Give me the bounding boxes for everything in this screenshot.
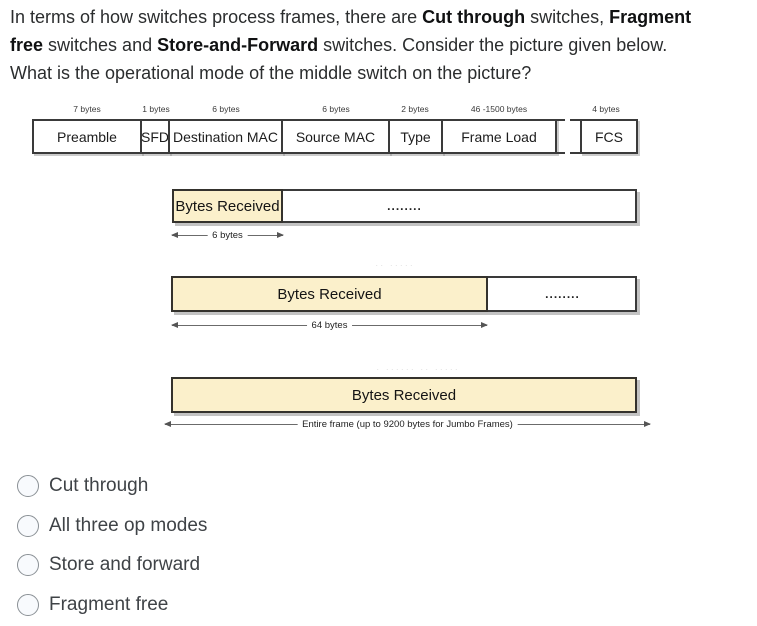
option-label[interactable]: All three op modes	[49, 515, 208, 536]
byte-size-caption-sfd: 1 bytes	[142, 104, 170, 114]
option-store-and-forward[interactable]: Store and forward	[17, 554, 200, 576]
frame-field-sfd: SFD	[140, 119, 170, 154]
frame-field-type: Type	[388, 119, 443, 154]
option-label[interactable]: Fragment free	[49, 594, 169, 615]
frame-field-destination-mac: Destination MAC	[168, 119, 283, 154]
byte-size-caption-frame-load: 46 -1500 bytes	[470, 104, 528, 114]
radio-button[interactable]	[17, 475, 39, 497]
remainder-dots: ........	[387, 199, 422, 213]
question-line: free switches and Store-and-Forward swit…	[10, 31, 754, 59]
question-text: In terms of how switches process frames,…	[10, 3, 754, 87]
bytes-received-fragment-free: Bytes Received	[171, 276, 488, 312]
question-segment-bold: Cut through	[422, 7, 526, 27]
bytes-received-store-and-forward: Bytes Received	[171, 377, 637, 413]
question-segment: What is the operational mode of the midd…	[10, 63, 532, 83]
frame-field-label: Preamble	[57, 128, 117, 145]
faint-dots: ·· ·····	[375, 260, 415, 270]
faint-dots: · ······ ·· ·····	[376, 364, 460, 374]
option-all-three-op-modes[interactable]: All three op modes	[17, 515, 207, 537]
bytes-received-cut-through: Bytes Received	[172, 189, 283, 223]
question-segment-bold: Fragment	[609, 7, 692, 27]
question-line: What is the operational mode of the midd…	[10, 59, 754, 87]
option-label[interactable]: Store and forward	[49, 554, 201, 575]
question-segment: In terms of how switches process frames,…	[10, 7, 423, 27]
frame-field-preamble: Preamble	[32, 119, 142, 154]
bytes-received-label: Bytes Received	[277, 285, 382, 303]
measure-arrow-label: 64 bytes	[306, 319, 353, 331]
measure-arrow-label: 6 bytes	[207, 229, 248, 241]
question-line: In terms of how switches process frames,…	[10, 3, 754, 31]
frame-field-label: Destination MAC	[172, 128, 279, 145]
option-fragment-free[interactable]: Fragment free	[17, 594, 168, 616]
frame-field-source-mac: Source MAC	[281, 119, 390, 154]
measure-arrow-entire-frame: Entire frame (up to 9200 bytes for Jumbo…	[164, 418, 651, 430]
byte-size-caption-dest-mac: 6 bytes	[212, 104, 240, 114]
option-cut-through[interactable]: Cut through	[17, 475, 148, 497]
radio-button[interactable]	[17, 594, 39, 616]
radio-button[interactable]	[17, 515, 39, 537]
frame-field-label: Frame Load	[461, 128, 537, 145]
byte-size-caption-source-mac: 6 bytes	[322, 104, 350, 114]
question-segment-bold: free	[10, 35, 44, 55]
frame-field-frame-load: Frame Load	[441, 119, 557, 154]
question-segment: switches and	[43, 35, 158, 55]
byte-size-caption-preamble: 7 bytes	[73, 104, 101, 114]
measure-arrow-64-bytes: 64 bytes	[171, 319, 488, 331]
measure-arrow-6-bytes: 6 bytes	[171, 229, 284, 241]
frame-field-label: FCS	[595, 128, 623, 145]
bytes-received-label: Bytes Received	[351, 386, 457, 404]
frame-break-line	[557, 119, 565, 121]
frame-break-line	[570, 152, 580, 154]
bytes-received-label: Bytes Received	[175, 197, 280, 215]
radio-button[interactable]	[17, 554, 39, 576]
byte-size-caption-type: 2 bytes	[401, 104, 429, 114]
byte-size-caption-fcs: 4 bytes	[592, 104, 620, 114]
frame-field-label: Type	[400, 128, 431, 145]
option-label[interactable]: Cut through	[49, 475, 149, 496]
frame-field-label: Source MAC	[295, 128, 376, 145]
question-segment: switches. Consider the picture given bel…	[318, 35, 668, 55]
frame-field-label: SFD	[141, 128, 169, 145]
question-segment: switches,	[525, 7, 610, 27]
question-segment-bold: Store-and-Forward	[157, 35, 319, 55]
frame-break-line	[557, 152, 565, 154]
measure-arrow-label: Entire frame (up to 9200 bytes for Jumbo…	[297, 418, 518, 430]
frame-break-line	[570, 119, 580, 121]
remainder-dots: ........	[545, 287, 580, 301]
frame-field-fcs: FCS	[580, 119, 638, 154]
